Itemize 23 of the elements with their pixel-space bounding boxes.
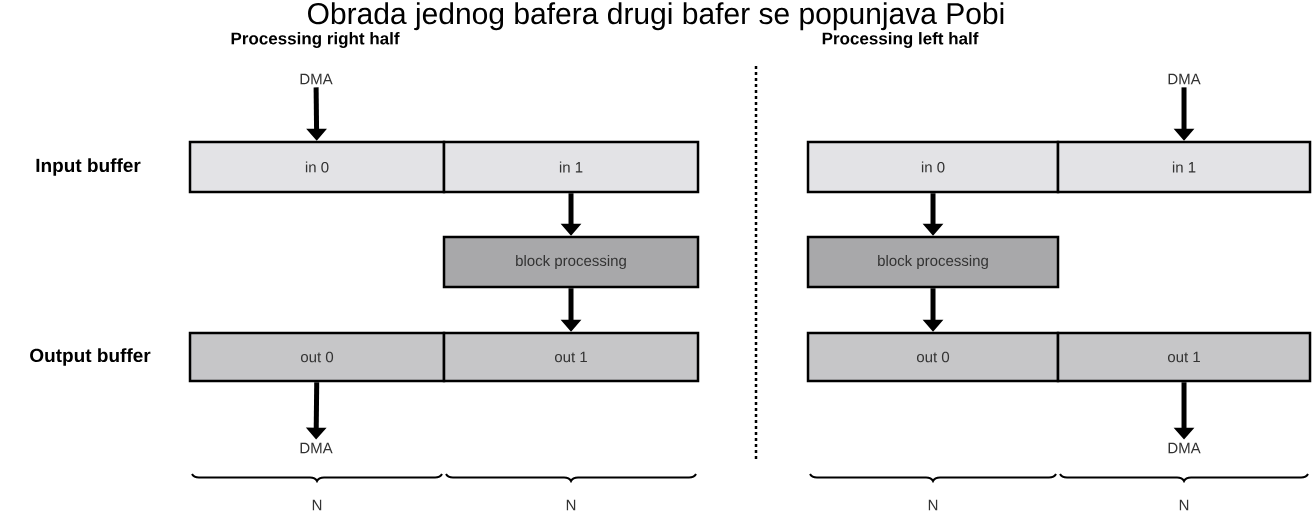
size-label: N xyxy=(928,499,938,511)
size-label: N xyxy=(312,499,322,511)
buffer-cell: in 1 xyxy=(442,140,700,194)
dma-label: DMA xyxy=(300,442,333,454)
buffer-cell: out 1 xyxy=(442,331,700,383)
row-label: Output buffer xyxy=(30,348,151,366)
slide-title: Obrada jednog bafera drugi bafer se popunjava Pobi xyxy=(308,2,1004,31)
size-label: N xyxy=(566,499,576,511)
buffer-cell: in 0 xyxy=(188,140,446,194)
processing-box: block processing xyxy=(442,235,700,289)
panel-heading: Processing left half xyxy=(822,32,979,48)
buffer-cell: out 1 xyxy=(1056,331,1312,383)
buffer-cell: in 1 xyxy=(1056,140,1312,194)
processing-box: block processing xyxy=(806,235,1060,289)
row-label: Input buffer xyxy=(36,158,141,176)
panel-heading: Processing right half xyxy=(231,32,400,48)
buffer-cell: out 0 xyxy=(188,331,446,383)
dma-label: DMA xyxy=(1168,73,1201,85)
dma-label: DMA xyxy=(1168,442,1201,454)
size-label: N xyxy=(1179,499,1189,511)
buffer-cell: out 0 xyxy=(806,331,1060,383)
dma-label: DMA xyxy=(300,73,333,85)
buffer-cell: in 0 xyxy=(806,140,1060,194)
